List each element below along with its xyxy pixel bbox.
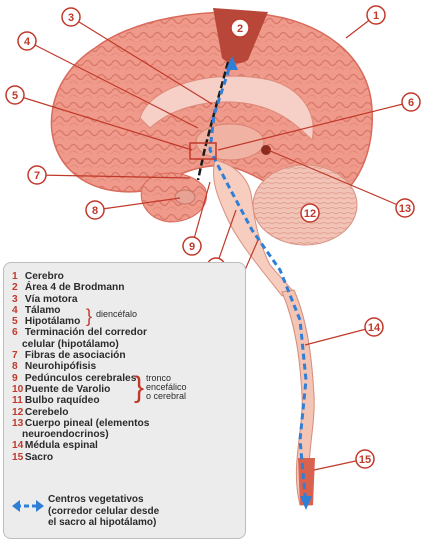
callout-9: 9	[189, 241, 195, 253]
corridor-arrow-top	[226, 56, 238, 70]
callout-12: 12	[304, 208, 316, 220]
legend-item: 1 Cerebro	[12, 271, 64, 282]
legend-item: 6 Terminación del corredor	[12, 327, 147, 339]
callout-15: 15	[359, 454, 371, 466]
legend-item: 2 Área 4 de Brodmann	[12, 282, 125, 294]
neurohypophysis	[174, 189, 196, 205]
temporal-lobe	[140, 172, 207, 223]
callout-lines	[14, 14, 412, 471]
legend-item: 13 Cuerpo pineal (elementos	[12, 417, 150, 429]
legend-item: 15 Sacro	[12, 451, 54, 463]
callout-8: 8	[92, 205, 98, 217]
hypothalamus-box	[189, 142, 217, 160]
legend-item: 10 Puente de Varolio	[12, 383, 111, 395]
callout-13: 13	[399, 203, 411, 215]
corpus-callosum	[139, 75, 314, 142]
double-arrow-icon	[12, 500, 44, 512]
legend-item: 8 Neurohipófisis	[12, 361, 97, 373]
tronco-label: encefálico	[146, 381, 187, 392]
callout-5: 5	[12, 90, 18, 102]
legend-item: celular (hipotálamo)	[22, 338, 119, 350]
vegetative-line: (corredor celular desde	[48, 505, 160, 517]
callout-6: 6	[408, 97, 414, 109]
legend-item: 7 Fibras de asociación	[12, 350, 126, 362]
legend-item: 3 Vía motora	[12, 293, 78, 305]
tronco-label: tronco	[146, 372, 172, 383]
legend-box: 1 Cerebro 2 Área 4 de Brodmann 3 Vía mot…	[3, 262, 246, 539]
callout-14: 14	[368, 322, 381, 334]
legend-item: 14 Médula espinal	[12, 440, 98, 452]
legend-item: 12 Cerebelo	[12, 406, 69, 418]
tronco-label: o cerebral	[146, 390, 187, 401]
legend-item: 9 Pedúnculos cerebrales } tronco encefál…	[12, 370, 187, 404]
vegetative-legend: Centros vegetativos (corredor celular de…	[12, 494, 237, 530]
legend-item: 4 Tálamo } diencéfalo	[12, 304, 138, 326]
diencefalo-label: diencéfalo	[96, 308, 138, 319]
vegetative-corridor	[208, 59, 308, 506]
pineal-body	[261, 145, 271, 155]
legend-item: 11 Bulbo raquídeo	[12, 395, 100, 407]
corridor-arrow-bottom	[300, 496, 312, 510]
legend-item: 5 Hipotálamo	[12, 316, 81, 328]
callout-4: 4	[24, 36, 31, 48]
legend-item: neuroendocrinos)	[22, 429, 109, 441]
callout-3: 3	[68, 12, 74, 24]
callout-7: 7	[34, 170, 40, 182]
vegetative-line: el sacro al hipotálamo)	[48, 517, 157, 528]
callout-1: 1	[373, 10, 379, 22]
vegetative-title: Centros vegetativos	[48, 494, 144, 505]
callout-2: 2	[237, 23, 243, 35]
motor-pathway	[196, 61, 230, 181]
sacrum	[298, 458, 315, 505]
